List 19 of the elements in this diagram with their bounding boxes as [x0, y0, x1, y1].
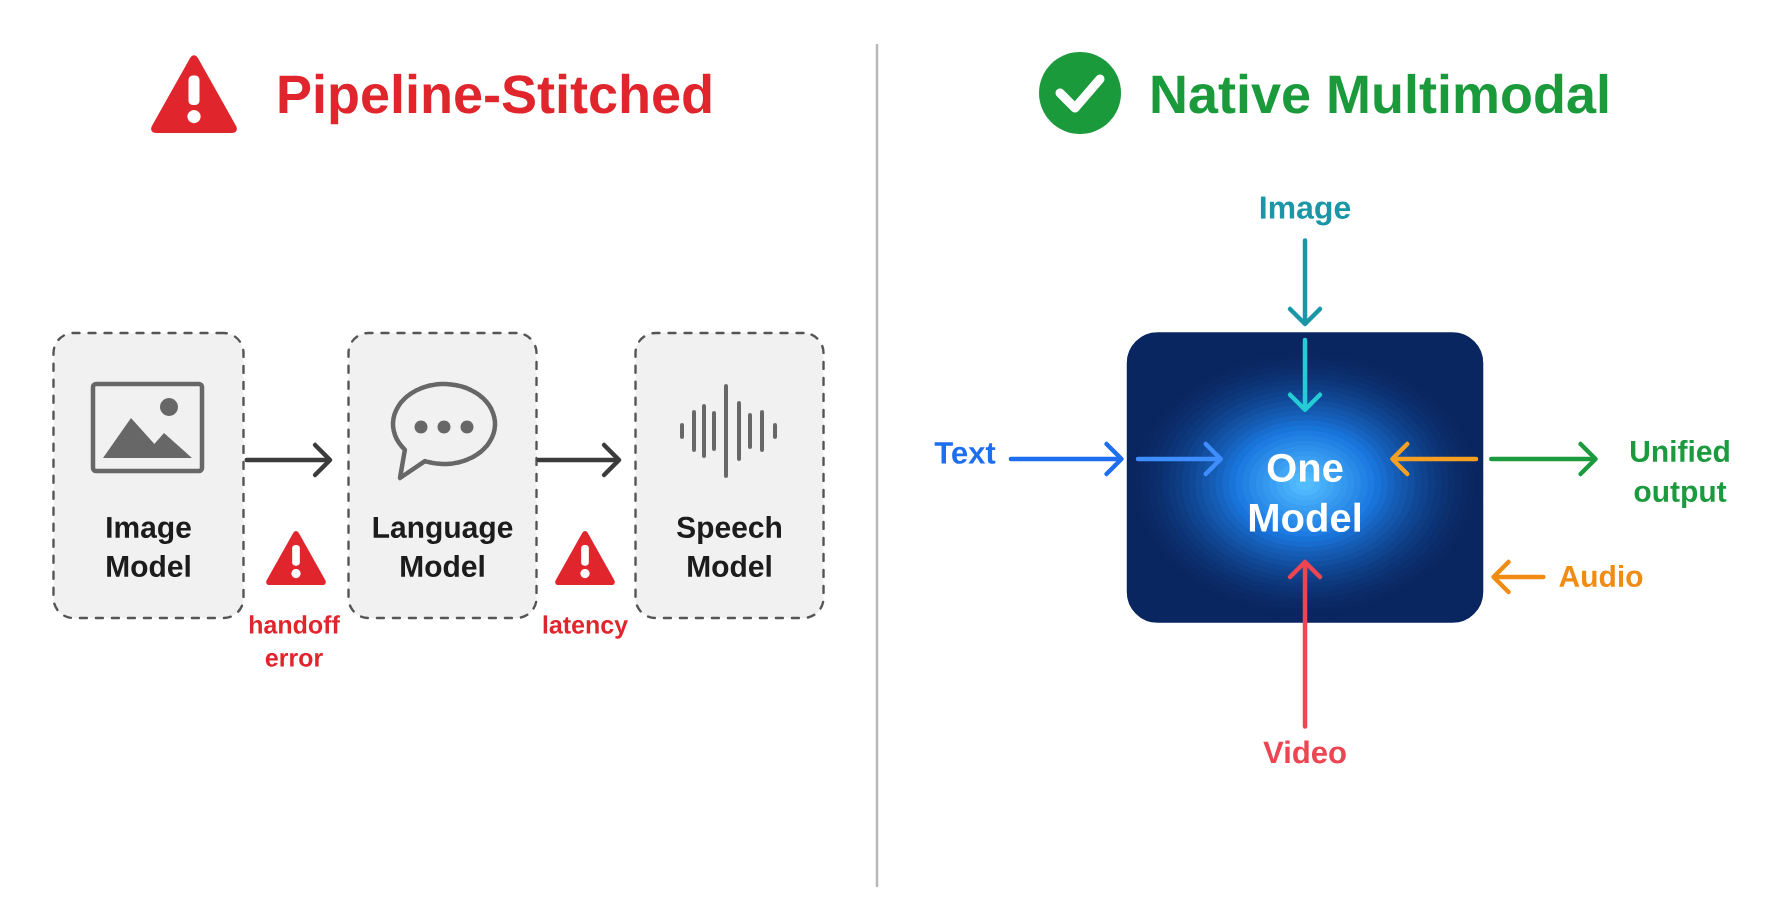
warning-label: latency	[543, 615, 628, 639]
arrow	[1287, 238, 1323, 327]
arrow	[1489, 441, 1598, 477]
arrow	[244, 442, 333, 478]
model-box: One Model	[1126, 332, 1484, 623]
heading: Pipeline-Stitched	[279, 73, 711, 125]
arrow	[1287, 559, 1323, 729]
heading: Native Multimodal	[1152, 73, 1608, 114]
modality-label: Image	[1260, 196, 1351, 226]
modality-label: Video	[1263, 740, 1346, 764]
model-box: Language Model	[347, 331, 538, 620]
modality-label: Unified output	[1631, 440, 1729, 508]
model-box: Speech Model	[634, 331, 825, 620]
modality-label: Text	[934, 442, 996, 464]
modality-label: Audio	[1559, 565, 1643, 588]
model-box: Image Model	[52, 331, 245, 620]
arrow	[1008, 441, 1124, 477]
arrow	[536, 442, 622, 478]
warning-label: handoff error	[249, 615, 340, 667]
